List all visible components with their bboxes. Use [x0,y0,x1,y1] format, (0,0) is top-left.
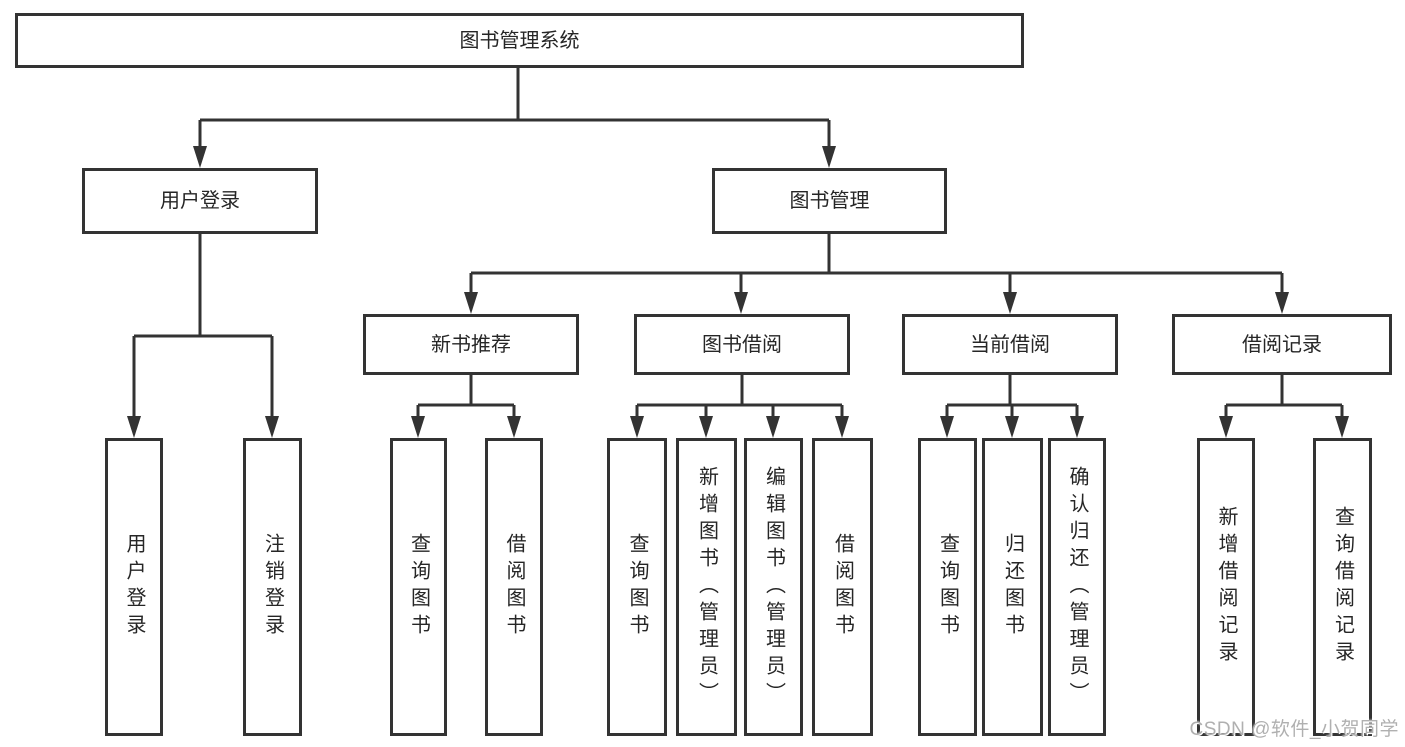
node-borrowing-records: 借阅记录 [1172,314,1392,375]
node-label: 图书借阅 [702,333,782,356]
arrowhead [1003,292,1017,314]
node-label: 归还图书 [1001,533,1024,641]
node-label: 用户登录 [123,533,145,641]
leaf-return-books: 归还图书 [982,438,1043,736]
node-label: 确认归还（管理员） [1066,465,1088,709]
node-label: 查询借阅记录 [1331,506,1354,668]
node-label: 图书管理系统 [459,29,580,52]
arrowhead [1219,416,1233,438]
leaf-confirm-return-admin: 确认归还（管理员） [1048,438,1106,736]
arrowhead [940,416,954,438]
arrowhead [464,292,478,314]
node-user-login: 用户登录 [82,168,318,234]
arrowhead [265,416,279,438]
node-label: 新增图书（管理员） [695,465,718,709]
arrowhead [766,416,780,438]
node-label: 新书推荐 [431,333,511,356]
leaf-query-books-recommend: 查询图书 [390,438,447,736]
arrowhead [193,146,207,168]
watermark-text: CSDN @软件_小贺同学 [1189,719,1399,740]
node-library-management-system: 图书管理系统 [15,13,1024,68]
node-label: 查询图书 [407,533,430,641]
node-label: 图书管理 [789,190,870,212]
node-label: 查询图书 [936,533,959,641]
leaf-add-borrow-record: 新增借阅记录 [1197,438,1255,736]
arrowhead [1005,416,1019,438]
leaf-borrow-books-recommend: 借阅图书 [485,438,543,736]
node-label: 借阅记录 [1242,333,1322,356]
arrowhead [699,416,713,438]
leaf-add-book-admin: 新增图书（管理员） [676,438,737,736]
node-book-borrowing: 图书借阅 [634,314,850,375]
node-label: 用户登录 [160,190,240,212]
node-label: 新增借阅记录 [1215,506,1237,668]
node-label: 编辑图书（管理员） [762,465,785,709]
arrowhead [1070,416,1084,438]
leaf-query-borrow-record: 查询借阅记录 [1313,438,1372,736]
leaf-query-books-borrowing: 查询图书 [607,438,667,736]
leaf-user-login: 用户登录 [105,438,163,736]
arrowhead [734,292,748,314]
arrowhead [822,146,836,168]
leaf-borrow-books: 借阅图书 [812,438,873,736]
node-label: 借阅图书 [503,533,525,641]
arrowhead [411,416,425,438]
arrowhead [630,416,644,438]
leaf-edit-book-admin: 编辑图书（管理员） [744,438,803,736]
leaf-logout: 注销登录 [243,438,302,736]
arrowhead [835,416,849,438]
arrowhead [1335,416,1349,438]
node-new-book-recommendation: 新书推荐 [363,314,579,375]
arrowhead [127,416,141,438]
leaf-query-books-current: 查询图书 [918,438,977,736]
node-current-borrowing: 当前借阅 [902,314,1118,375]
node-label: 当前借阅 [970,333,1050,356]
node-label: 借阅图书 [831,533,854,641]
node-label: 注销登录 [261,533,284,641]
node-label: 查询图书 [626,533,648,641]
arrowhead [507,416,521,438]
arrowhead [1275,292,1289,314]
node-book-management: 图书管理 [712,168,947,234]
